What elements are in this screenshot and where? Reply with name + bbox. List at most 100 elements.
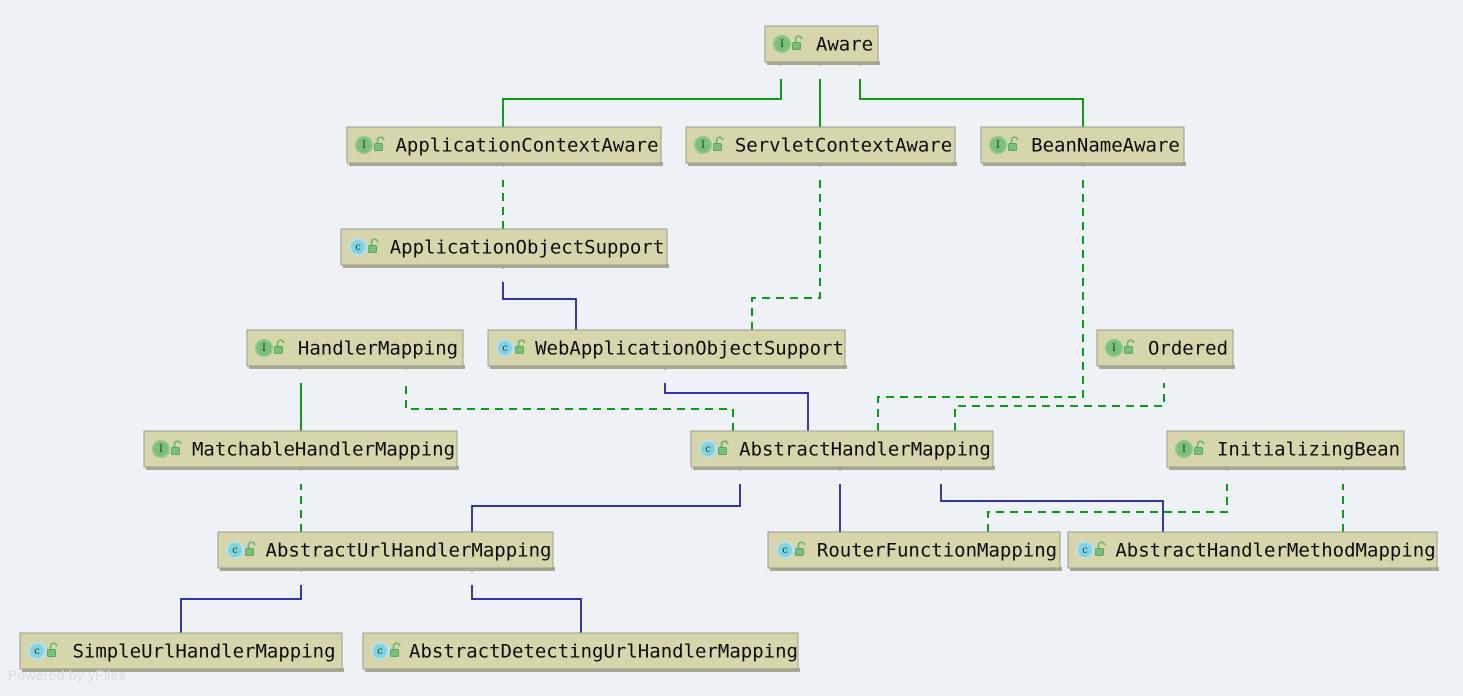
node-shadow: [1169, 466, 1406, 470]
node-shadow: [983, 162, 1186, 166]
node-applicationContextAware[interactable]: I ApplicationContextAware: [346, 126, 663, 166]
node-label: Ordered: [1148, 338, 1228, 360]
unlocked-padlock-icon: [368, 238, 379, 253]
node-label: InitializingBean: [1217, 439, 1400, 461]
class-badge-icon: c: [225, 541, 245, 559]
node-shadow: [1070, 567, 1439, 571]
node-matchableHandlerMapping[interactable]: I MatchableHandlerMapping: [143, 430, 459, 470]
node-box[interactable]: [362, 632, 799, 670]
node-abstractHandlerMethodMapping[interactable]: c AbstractHandlerMethodMapping: [1067, 531, 1439, 571]
unlocked-padlock-icon: [171, 440, 182, 455]
unlocked-padlock-icon: [47, 642, 58, 657]
node-box[interactable]: [346, 126, 662, 164]
node-beanNameAware[interactable]: I BeanNameAware: [980, 126, 1186, 166]
node-box[interactable]: [246, 329, 464, 367]
node-label: AbstractDetectingUrlHandlerMapping: [409, 641, 798, 663]
node-abstractUrlHandlerMapping[interactable]: c AbstractUrlHandlerMapping: [217, 531, 555, 571]
node-shadow: [349, 162, 663, 166]
node-servletContextAware[interactable]: I ServletContextAware: [685, 126, 957, 166]
interface-badge-icon: I: [255, 339, 273, 357]
node-shadow: [249, 365, 465, 369]
node-label: AbstractHandlerMapping: [739, 439, 991, 461]
node-abstractDetectingUrlHandlerMapping[interactable]: c AbstractDetectingUrlHandlerMapping: [362, 632, 800, 672]
svg-text:I: I: [1112, 343, 1116, 354]
node-label: SimpleUrlHandlerMapping: [72, 641, 335, 663]
node-aware[interactable]: I Aware: [764, 25, 880, 65]
node-shadow: [693, 466, 995, 470]
node-box[interactable]: [143, 430, 458, 468]
svg-text:c: c: [502, 343, 508, 354]
node-shadow: [490, 365, 847, 369]
unlocked-padlock-icon: [795, 541, 806, 556]
class-badge-icon: c: [1075, 541, 1095, 559]
svg-text:c: c: [232, 545, 238, 556]
node-ordered[interactable]: I Ordered: [1096, 329, 1235, 369]
interface-badge-icon: I: [1105, 339, 1123, 357]
svg-text:I: I: [701, 140, 705, 151]
node-label: AbstractHandlerMethodMapping: [1115, 540, 1435, 562]
unlocked-padlock-icon: [1095, 541, 1106, 556]
node-box[interactable]: [690, 430, 994, 468]
svg-text:c: c: [1082, 545, 1088, 556]
node-shadow: [343, 264, 669, 268]
node-box[interactable]: [487, 329, 846, 367]
node-webApplicationObjectSupport[interactable]: c WebApplicationObjectSupport: [487, 329, 847, 369]
node-applicationObjectSupport[interactable]: c ApplicationObjectSupport: [340, 228, 669, 268]
node-label: AbstractUrlHandlerMapping: [266, 540, 552, 562]
svg-text:c: c: [705, 444, 711, 455]
unlocked-padlock-icon: [1124, 339, 1135, 354]
node-label: WebApplicationObjectSupport: [535, 338, 844, 360]
node-shadow: [770, 567, 1062, 571]
unlocked-padlock-icon: [792, 35, 803, 50]
unlocked-padlock-icon: [245, 541, 256, 556]
svg-text:I: I: [262, 343, 266, 354]
unlocked-padlock-icon: [274, 339, 285, 354]
node-shadow: [688, 162, 957, 166]
unlocked-padlock-icon: [1008, 136, 1019, 151]
svg-text:I: I: [362, 140, 366, 151]
unlocked-padlock-icon: [1194, 440, 1205, 455]
node-shadow: [767, 61, 880, 65]
interface-badge-icon: I: [152, 440, 170, 458]
node-label: Aware: [816, 34, 873, 56]
unlocked-padlock-icon: [390, 642, 401, 657]
class-badge-icon: c: [27, 642, 47, 660]
unlocked-padlock-icon: [713, 136, 724, 151]
node-box[interactable]: [1067, 531, 1438, 569]
node-box[interactable]: [340, 228, 668, 266]
node-box[interactable]: [19, 632, 343, 670]
node-initializingBean[interactable]: I InitializingBean: [1166, 430, 1406, 470]
svg-text:c: c: [34, 646, 40, 657]
node-simpleUrlHandlerMapping[interactable]: c SimpleUrlHandlerMapping: [19, 632, 344, 672]
interface-badge-icon: I: [694, 136, 712, 154]
node-label: BeanNameAware: [1031, 135, 1180, 157]
node-box[interactable]: [1166, 430, 1405, 468]
class-badge-icon: c: [348, 238, 368, 256]
node-shadow: [220, 567, 555, 571]
node-routerFunctionMapping[interactable]: c RouterFunctionMapping: [767, 531, 1062, 571]
class-badge-icon: c: [370, 642, 390, 660]
class-badge-icon: c: [495, 339, 515, 357]
node-label: ApplicationObjectSupport: [390, 237, 665, 259]
node-abstractHandlerMapping[interactable]: c AbstractHandlerMapping: [690, 430, 995, 470]
svg-text:I: I: [1182, 444, 1186, 455]
node-box[interactable]: [767, 531, 1061, 569]
svg-text:c: c: [782, 545, 788, 556]
node-label: RouterFunctionMapping: [817, 540, 1057, 562]
node-shadow: [22, 668, 344, 672]
unlocked-padlock-icon: [718, 440, 729, 455]
node-box[interactable]: [685, 126, 956, 164]
interface-badge-icon: I: [1175, 440, 1193, 458]
node-label: MatchableHandlerMapping: [192, 439, 455, 461]
node-label: ApplicationContextAware: [395, 135, 658, 157]
node-box[interactable]: [217, 531, 554, 569]
unlocked-padlock-icon: [515, 339, 526, 354]
svg-text:I: I: [996, 140, 1000, 151]
node-shadow: [365, 668, 800, 672]
svg-text:I: I: [780, 39, 784, 50]
node-label: ServletContextAware: [735, 135, 952, 157]
